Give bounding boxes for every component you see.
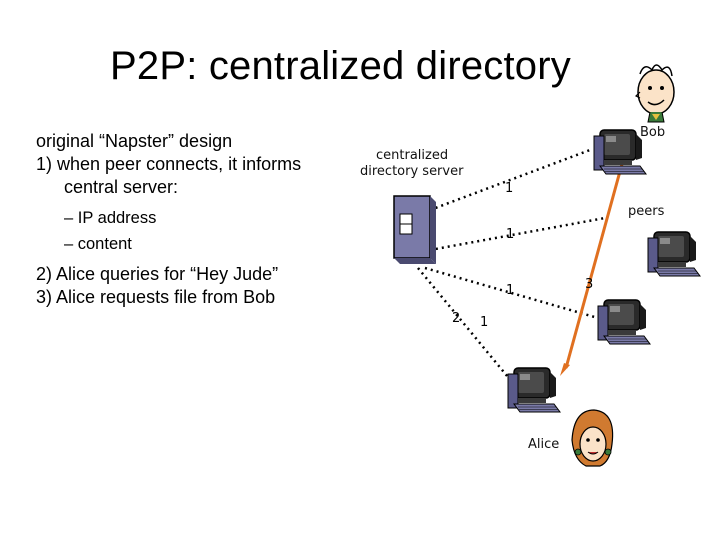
link-bob-server bbox=[429, 148, 591, 212]
alice-label: Alice bbox=[528, 437, 560, 452]
step-label-1-alice: 1 bbox=[480, 315, 489, 330]
alice-avatar-icon bbox=[571, 409, 614, 467]
bob-label: Bob bbox=[640, 125, 666, 140]
peer-computer-icon bbox=[647, 231, 701, 277]
alice-computer-icon bbox=[507, 367, 561, 413]
bullet-alice-queries: 2) Alice queries for “Hey Jude” bbox=[36, 264, 279, 284]
link-alice-server bbox=[417, 267, 513, 383]
peers-label: peers bbox=[628, 204, 665, 219]
step-label-1-bob: 1 bbox=[505, 181, 514, 196]
bullet-list: original “Napster” design 1) when peer c… bbox=[36, 130, 301, 309]
file-transfer-arrow bbox=[560, 163, 624, 376]
step-label-2-query: 2 bbox=[452, 311, 461, 326]
bullet-napster-design: original “Napster” design bbox=[36, 131, 233, 151]
bob-avatar-icon bbox=[634, 64, 675, 123]
bullet-peer-connects-cont: central server: bbox=[64, 177, 179, 197]
link-peer2-server bbox=[429, 216, 606, 252]
bullet-alice-requests: 3) Alice requests file from Bob bbox=[36, 287, 276, 307]
directory-server-icon bbox=[393, 195, 436, 264]
slide-title: P2P: centralized directory bbox=[110, 44, 571, 88]
server-label-line1: centralized bbox=[376, 148, 449, 163]
step-label-3-request: 3 bbox=[585, 277, 594, 292]
step-label-1-peer3: 1 bbox=[506, 283, 515, 298]
step-label-1-peer2: 1 bbox=[506, 227, 515, 242]
bullet-peer-connects: 1) when peer connects, it informs bbox=[36, 154, 302, 174]
sub-bullet-content: – content bbox=[64, 235, 132, 253]
link-peer3-server bbox=[424, 266, 599, 320]
bob-computer-icon bbox=[593, 129, 647, 175]
sub-bullet-ip-address: – IP address bbox=[64, 209, 157, 227]
server-label-line2: directory server bbox=[360, 164, 464, 179]
peer-computer-icon bbox=[597, 299, 651, 345]
